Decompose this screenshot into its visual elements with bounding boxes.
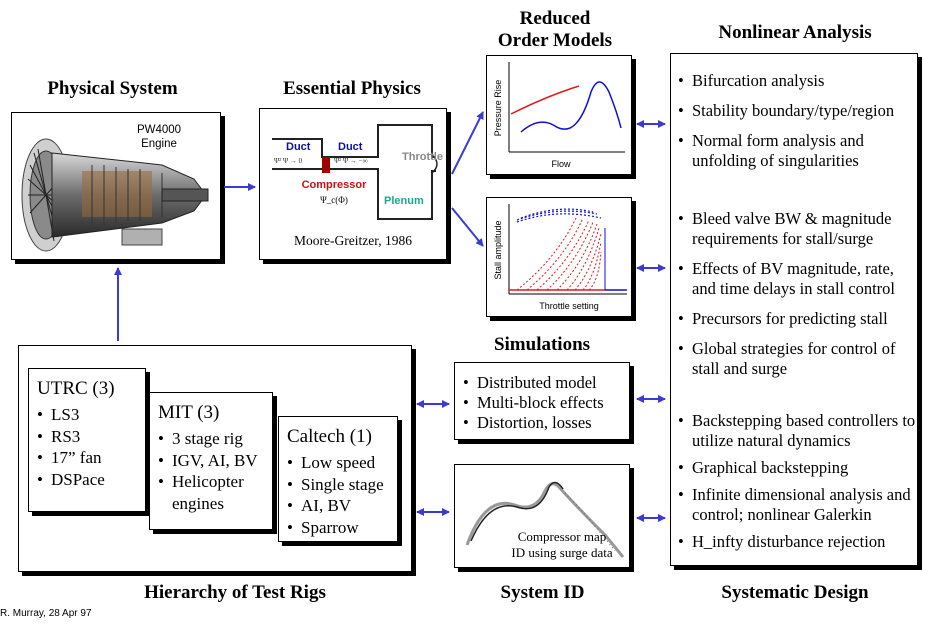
simulation-item: Distortion, losses xyxy=(463,413,628,433)
systematic-design-title: Systematic Design xyxy=(721,582,869,603)
caltech-title: Caltech (1) xyxy=(287,426,372,447)
essential-physics-box: Duct Duct Ψ² Ψ → 0 Ψ² Ψ → −∞ Compressor … xyxy=(259,108,447,260)
plenum-label: Plenum xyxy=(384,195,424,207)
compressor-map-plot xyxy=(465,481,625,558)
bifurcation-curves xyxy=(516,215,602,291)
caltech-item: AI, BV xyxy=(287,495,397,517)
duct-equation-right: Ψ² Ψ → −∞ xyxy=(334,157,368,165)
stall-amplitude-plot-box: Throttle setting Stall amplitude xyxy=(486,197,632,317)
surge-data-caption: ID using surge data xyxy=(511,545,613,560)
hierarchy-title: Hierarchy of Test Rigs xyxy=(144,582,326,603)
system-id-box: Compressor map ID using surge data xyxy=(454,464,630,568)
design-item: H_infty disturbance rejection xyxy=(678,532,916,552)
physical-system-title: Physical System xyxy=(47,78,178,99)
pressure-rise-plot-box: Flow Pressure Rise xyxy=(486,55,632,175)
mit-title: MIT (3) xyxy=(158,402,220,423)
caltech-item: Sparrow xyxy=(287,517,397,539)
simulations-title: Simulations xyxy=(493,334,591,355)
utrc-item: LS3 xyxy=(37,404,143,426)
utrc-rig-box: UTRC (3) LS3 RS3 17” fan DSPace xyxy=(28,368,146,512)
duct-label-right: Duct xyxy=(338,141,363,153)
physical-system-box: PW4000 Engine xyxy=(11,112,221,260)
reduced-order-title-line1: Reduced xyxy=(519,8,591,29)
nonlinear-analysis-box: Bifurcation analysis Stability boundary/… xyxy=(670,53,918,566)
essential-physics-title: Essential Physics xyxy=(283,78,421,99)
analysis-group: Bifurcation analysis Stability boundary/… xyxy=(678,71,916,171)
mit-item: 3 stage rig xyxy=(158,428,272,450)
design-group: Backstepping based controllers to utiliz… xyxy=(678,411,916,552)
simulations-list: Distributed model Multi-block effects Di… xyxy=(463,373,628,433)
caltech-item: Low speed xyxy=(287,452,397,474)
utrc-item: RS3 xyxy=(37,426,143,448)
utrc-title: UTRC (3) xyxy=(37,378,115,399)
arrow-physics-to-rom2 xyxy=(451,207,484,247)
caltech-list: Low speed Single stage AI, BV Sparrow xyxy=(287,452,397,538)
design-item: Graphical backstepping xyxy=(678,458,916,478)
system-id-title: System ID xyxy=(500,582,585,603)
duct-equation-left: Ψ² Ψ → 0 xyxy=(274,157,303,165)
engine-label-model: PW4000 xyxy=(136,124,182,136)
stall-control-group: Bleed valve BW & magnitude requirements … xyxy=(678,209,916,379)
mit-rig-box: MIT (3) 3 stage rig IGV, AI, BV Helicopt… xyxy=(149,392,273,530)
flow-axis-label: Flow xyxy=(551,159,571,169)
nonlinear-analysis-title: Nonlinear Analysis xyxy=(718,22,872,43)
simulation-item: Multi-block effects xyxy=(463,393,628,413)
analysis-item: Normal form analysis and unfolding of si… xyxy=(678,131,916,171)
utrc-list: LS3 RS3 17” fan DSPace xyxy=(37,404,143,490)
compressor-characteristic: Ψ_c(Φ) xyxy=(320,195,348,205)
analysis-item: Stability boundary/type/region xyxy=(678,101,916,121)
simulation-item: Distributed model xyxy=(463,373,628,393)
jet-engine-illustration xyxy=(21,138,209,252)
arrow-physics-to-rom1 xyxy=(451,111,484,175)
pressure-rise-plot: Flow Pressure Rise xyxy=(493,62,625,169)
compressor-block xyxy=(322,157,330,173)
stall-control-item: Global strategies for control of stall a… xyxy=(678,339,916,379)
engine-label-type: Engine xyxy=(141,138,177,150)
compressor-map-caption: Compressor map xyxy=(517,529,607,544)
footer-credit: R. Murray, 28 Apr 97 xyxy=(0,608,92,619)
compressor-characteristic-curve xyxy=(520,81,622,133)
design-item: Backstepping based controllers to utiliz… xyxy=(678,411,916,451)
reduced-order-title-line2: Order Models xyxy=(497,30,613,51)
design-item: Infinite dimensional analysis and contro… xyxy=(678,485,916,525)
utrc-item: DSPace xyxy=(37,469,143,491)
caltech-item: Single stage xyxy=(287,474,397,496)
stall-amplitude-axis-label: Stall amplitude xyxy=(493,220,503,279)
utrc-item: 17” fan xyxy=(37,447,143,469)
analysis-item: Bifurcation analysis xyxy=(678,71,916,91)
caltech-rig-box: Caltech (1) Low speed Single stage AI, B… xyxy=(278,416,398,542)
stall-control-item: Effects of BV magnitude, rate, and time … xyxy=(678,259,916,299)
simulations-box: Distributed model Multi-block effects Di… xyxy=(454,362,630,440)
moore-greitzer-schematic xyxy=(272,124,438,220)
compressor-label: Compressor xyxy=(301,179,367,191)
mit-list: 3 stage rig IGV, AI, BV Helicopter engin… xyxy=(158,428,272,514)
pressure-rise-axis-label: Pressure Rise xyxy=(493,80,503,137)
moore-greitzer-citation: Moore-Greitzer, 1986 xyxy=(294,233,412,248)
mit-item: Helicopter engines xyxy=(158,471,272,514)
mit-item: IGV, AI, BV xyxy=(158,450,272,472)
duct-label-left: Duct xyxy=(286,141,311,153)
throttle-setting-axis-label: Throttle setting xyxy=(539,301,599,311)
throttle-label: Throttle xyxy=(402,151,443,163)
stall-control-item: Precursors for predicting stall xyxy=(678,309,916,329)
stable-branch-curve xyxy=(510,85,580,115)
stall-amplitude-plot: Throttle setting Stall amplitude xyxy=(493,204,627,311)
stall-control-item: Bleed valve BW & magnitude requirements … xyxy=(678,209,916,249)
